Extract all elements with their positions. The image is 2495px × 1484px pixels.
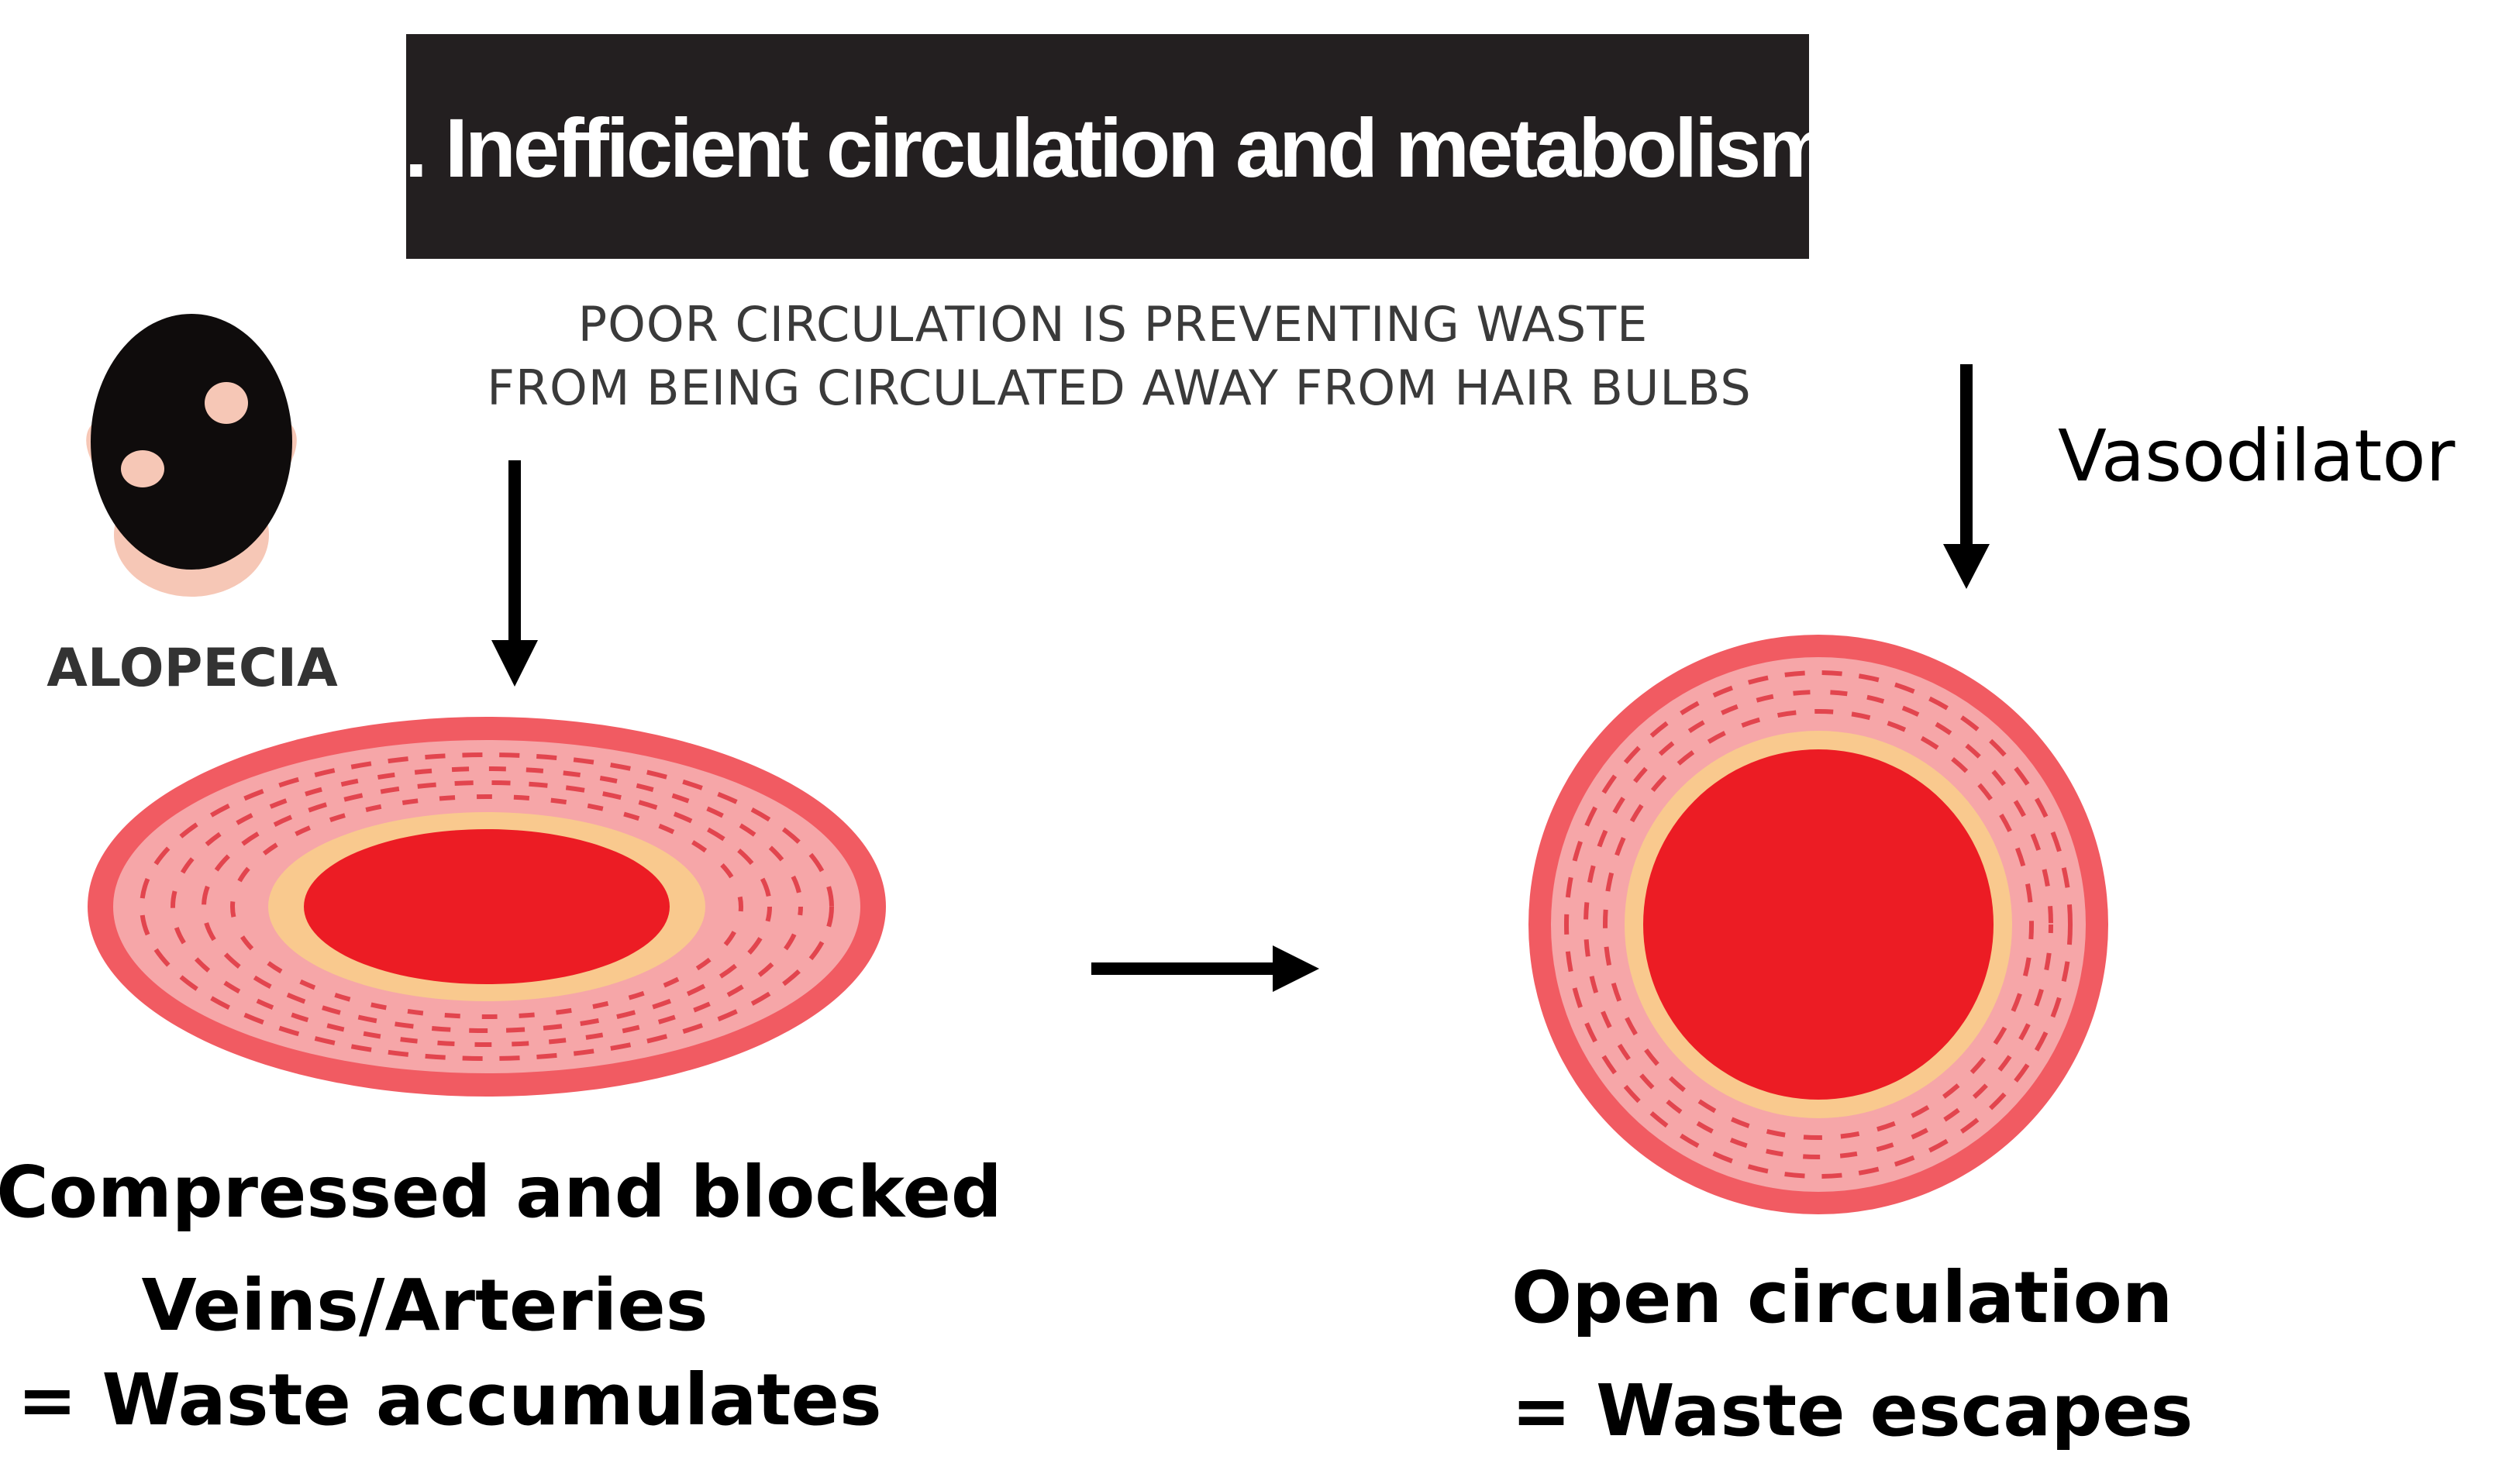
down-arrow-icon [491, 460, 538, 687]
head-icon [86, 314, 297, 597]
left-caption-line-2: Veins/Arteries [142, 1264, 708, 1347]
title-bar [406, 34, 1809, 259]
down-arrow-icon [1943, 364, 1990, 589]
title: 7. Inefficient circulation and metabolis… [361, 101, 1854, 195]
compressed-vessel [88, 717, 886, 1097]
subtitle-line-1: POOR CIRCULATION IS PREVENTING WASTE [578, 296, 1649, 353]
right-caption-line-1: Open circulation [1511, 1256, 2173, 1339]
alopecia-label: ALOPECIA [47, 638, 338, 699]
open-vessel [1528, 635, 2108, 1214]
left-caption-line-3: = Waste accumulates [17, 1358, 881, 1441]
vasodilator-label: Vasodilator [2058, 415, 2455, 498]
right-arrow-icon [1091, 945, 1319, 992]
subtitle-line-2: FROM BEING CIRCULATED AWAY FROM HAIR BUL… [487, 360, 1751, 416]
right-caption-line-2: = Waste escapes [1511, 1369, 2193, 1452]
left-caption-line-1: Compressed and blocked [0, 1151, 1002, 1234]
